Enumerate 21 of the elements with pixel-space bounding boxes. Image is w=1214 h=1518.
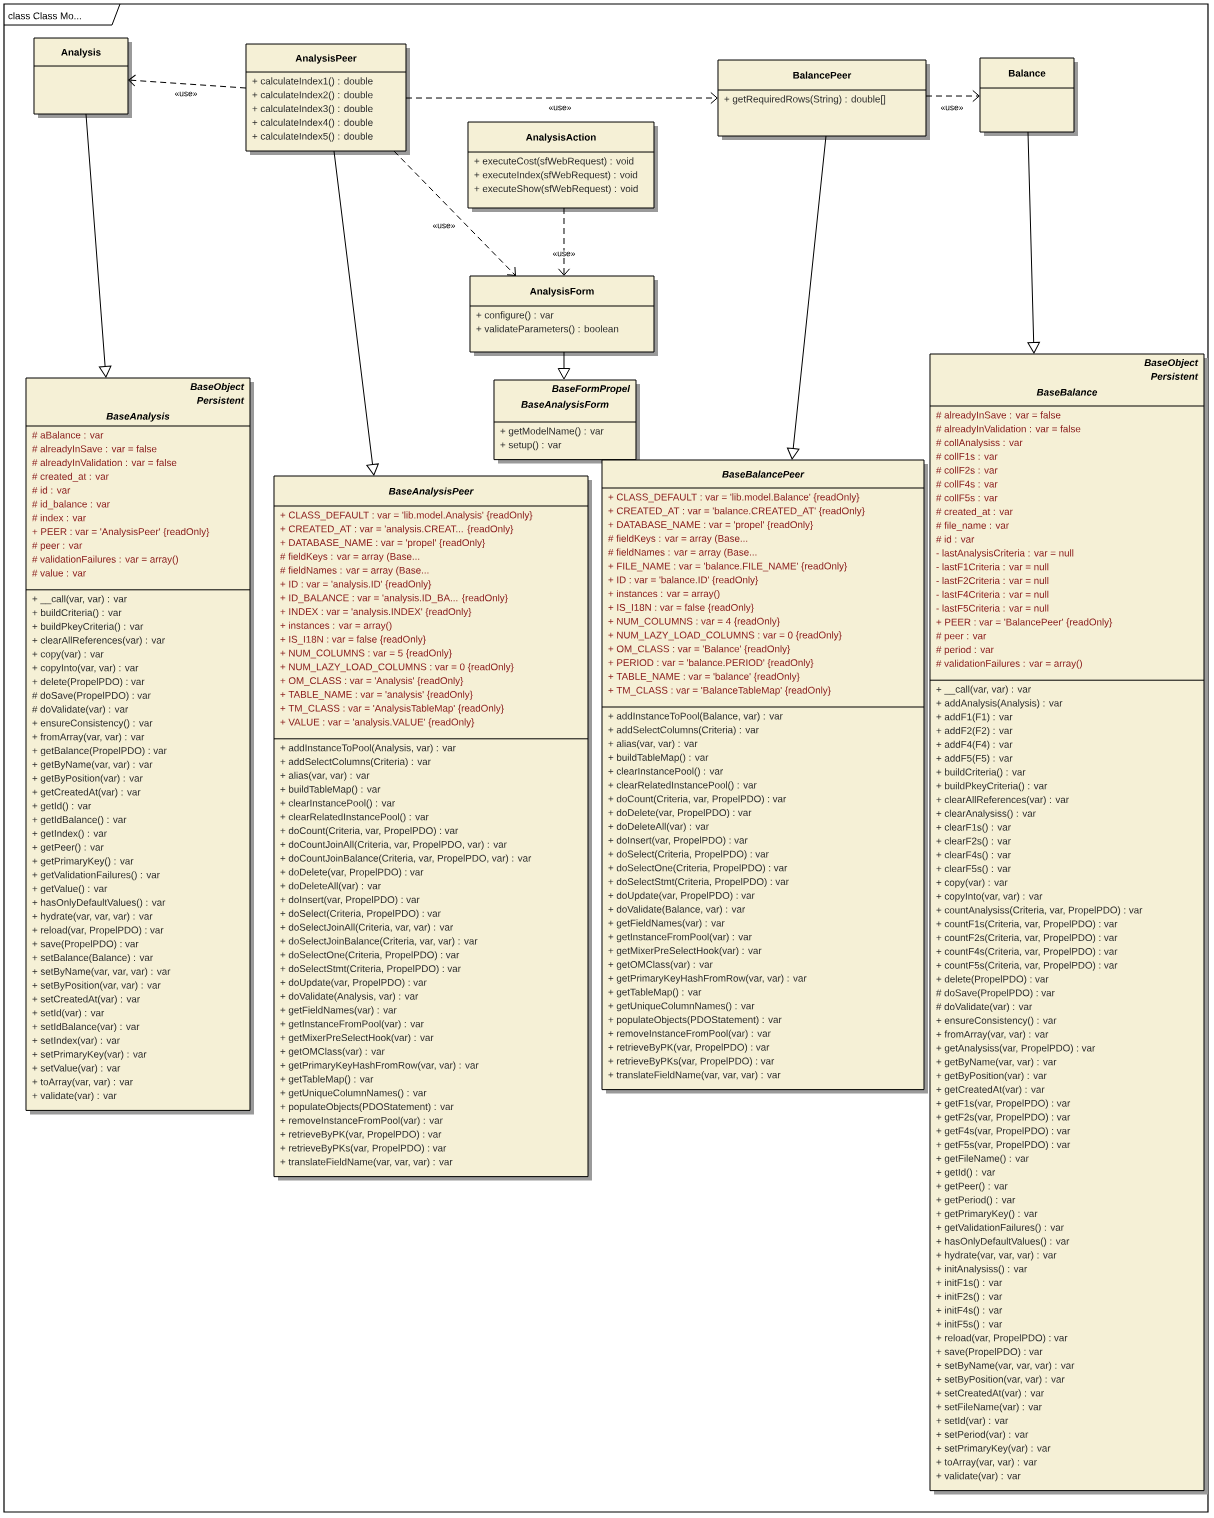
generalization-arrow [333,150,379,476]
class-box [469,275,658,356]
class-box [33,37,132,118]
class-box [467,121,658,212]
class-box [601,459,928,1094]
dependency-arrow [128,74,247,89]
class-box [493,379,640,464]
class-box [245,43,410,155]
dependency-arrow [558,207,570,276]
dependency-arrow [393,150,516,276]
generalization-arrow [557,351,571,380]
generalization-arrow [1027,131,1040,354]
class-box [273,475,592,1181]
dependency-arrow [405,92,718,104]
class-box [717,59,930,140]
generalization-arrow [786,135,827,460]
generalization-arrow [85,113,112,378]
class-box [929,353,1208,1495]
class-box [979,57,1078,136]
class-box [25,377,254,1115]
dependency-arrow [925,90,980,102]
